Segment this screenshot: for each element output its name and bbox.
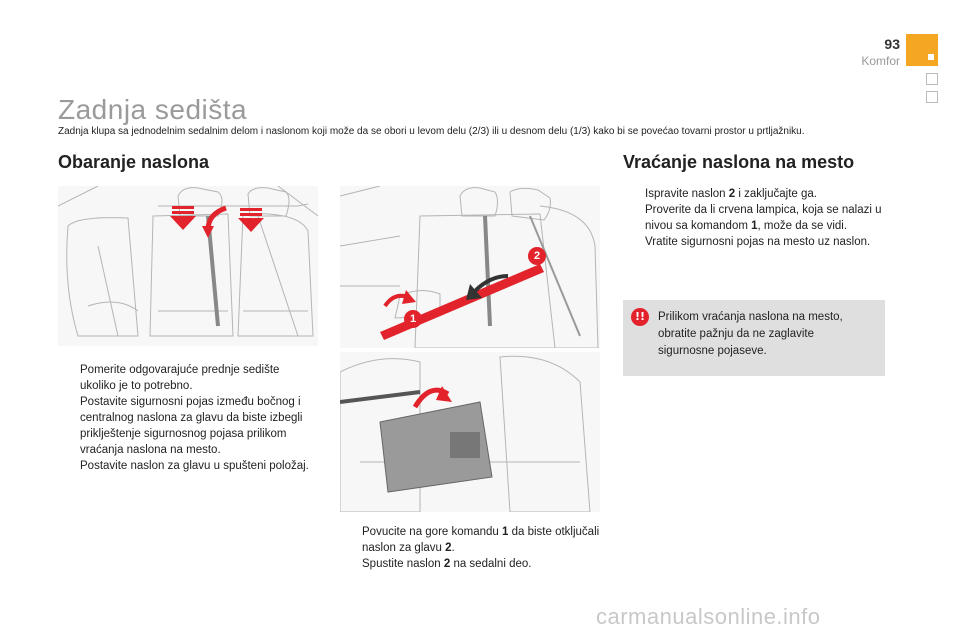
list-item: Postavite sigurnosni pojas između bočnog… — [80, 396, 303, 456]
callout-1-badge: 1 — [404, 310, 422, 328]
page-title: Zadnja sedišta — [58, 94, 248, 125]
list-item: Proverite da li crvena lampica, koja se … — [645, 204, 882, 232]
warning-box: !! Prilikom vraćanja naslona na mesto, o… — [623, 300, 885, 376]
left-instructions: Pomerite odgovarajuće prednje sedište uk… — [58, 362, 318, 474]
list-item: Povucite na gore komandu 1 da biste otkl… — [362, 526, 600, 554]
intro-text: Zadnja klupa sa jednodelnim sedalnim del… — [58, 126, 805, 137]
warning-text: Prilikom vraćanja naslona na mesto, obra… — [658, 311, 843, 357]
exclamation-warning-icon: !! — [631, 308, 649, 326]
illustration-headrests-lowered — [58, 186, 318, 346]
list-item: Ispravite naslon 2 i zaključajte ga. — [645, 188, 817, 200]
middle-instructions: Povucite na gore komandu 1 da biste otkl… — [340, 524, 600, 572]
section-tab[interactable] — [926, 91, 938, 103]
section-label: Komfor — [861, 54, 900, 68]
heading-restoring-backrest: Vraćanje naslona na mesto — [623, 152, 855, 172]
callout-2-badge: 2 — [528, 247, 546, 265]
page-number: 93 — [884, 36, 900, 52]
list-item: Postavite naslon za glavu u spušteni pol… — [80, 460, 309, 472]
list-item: Vratite sigurnosni pojas na mesto uz nas… — [645, 236, 871, 248]
watermark: carmanualsonline.info — [596, 604, 821, 629]
heading-folding-backrest: Obaranje naslona — [58, 152, 210, 172]
list-item: Pomerite odgovarajuće prednje sedište uk… — [80, 364, 280, 392]
illustration-release-control — [340, 186, 600, 348]
right-instructions: Ispravite naslon 2 i zaključajte ga. Pro… — [623, 186, 885, 250]
section-tab-active[interactable] — [906, 34, 938, 66]
illustration-backrest-folded — [340, 352, 600, 512]
list-item: Spustite naslon 2 na sedalni deo. — [362, 558, 532, 570]
section-tab[interactable] — [926, 73, 938, 85]
